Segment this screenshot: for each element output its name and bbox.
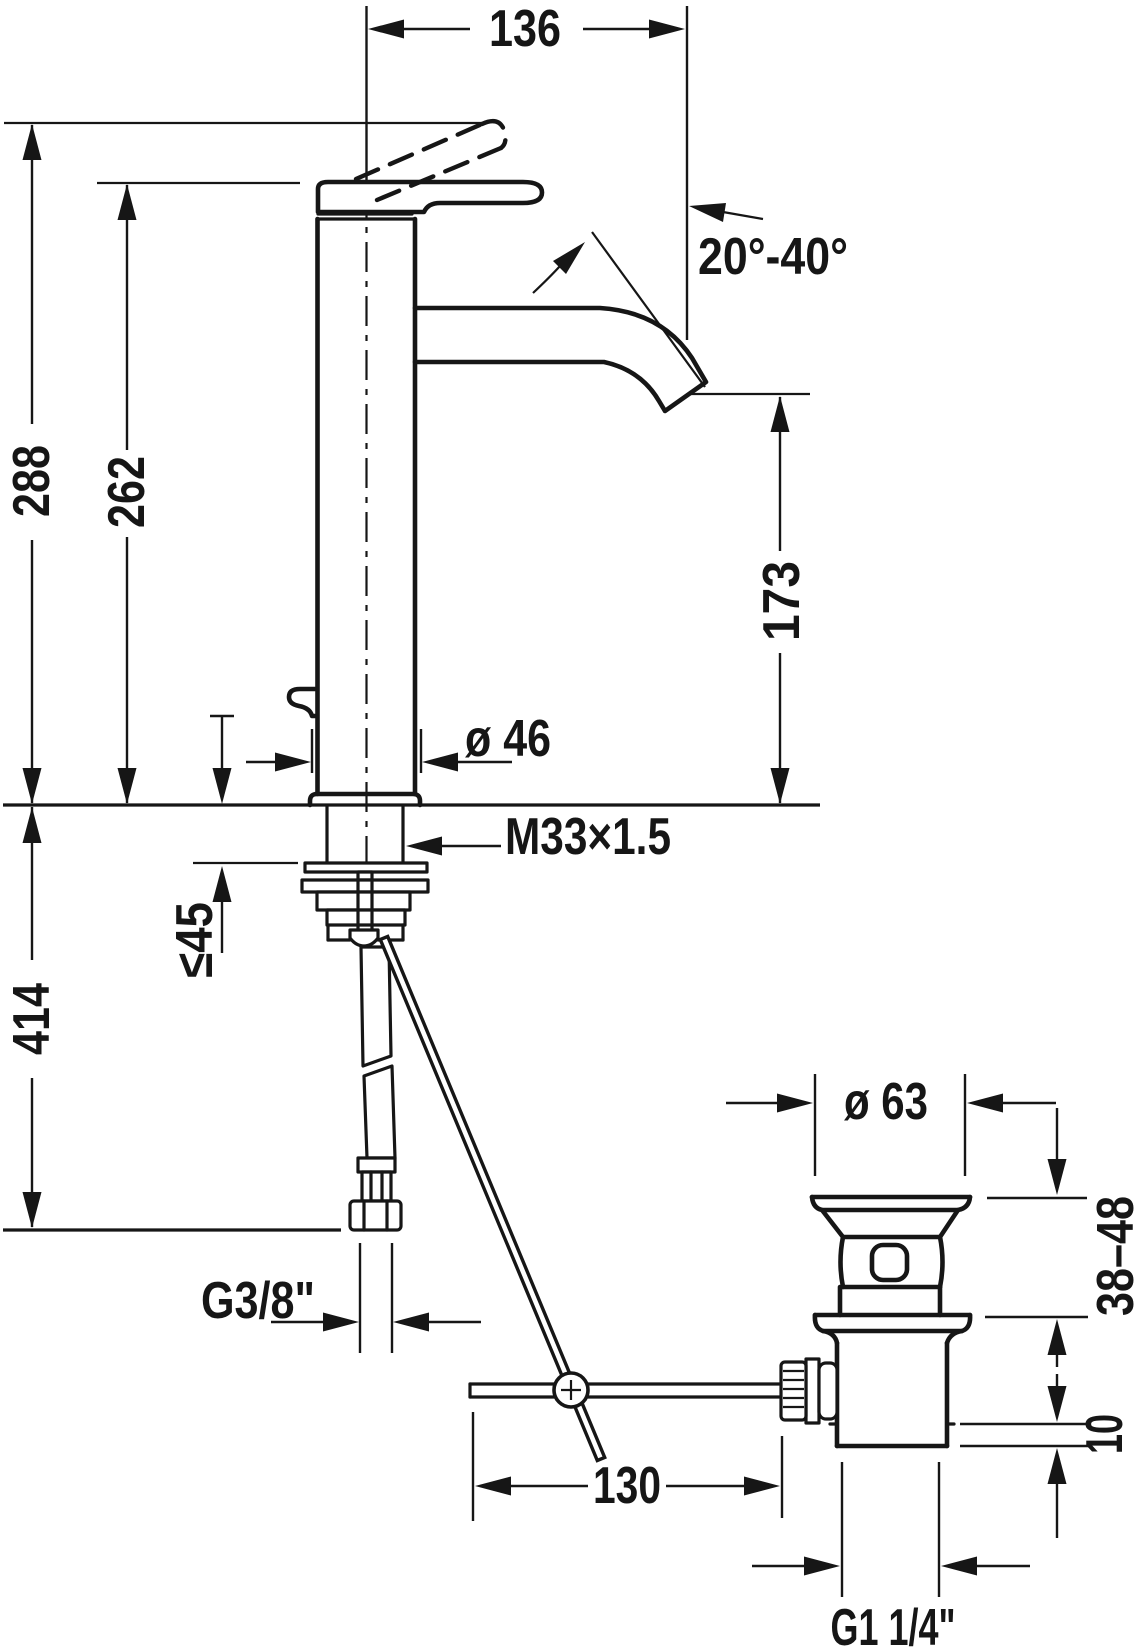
hose-collar xyxy=(356,1156,397,1174)
handle-raised-dashed xyxy=(353,118,508,203)
dim-label-sealing-height: 10 xyxy=(1076,1414,1134,1454)
dim-drain-flange-diameter: ø 63 xyxy=(726,1073,1056,1176)
handle-angle-annotation: 20°-40° xyxy=(532,203,848,388)
popup-linkage xyxy=(378,934,784,1463)
dim-supply-thread: G3/8" xyxy=(201,1243,481,1353)
dim-label-lever-reach: 130 xyxy=(593,1457,661,1515)
mounting-nut xyxy=(315,890,412,912)
dim-sealing-height: 10 xyxy=(960,1374,1134,1538)
dim-label-mounting-thread: M33×1.5 xyxy=(505,808,671,866)
reference-lines xyxy=(3,121,820,1232)
angle-reference-line xyxy=(591,231,706,388)
angle-leader-line xyxy=(722,210,764,221)
dim-outlet-height: 173 xyxy=(753,396,811,804)
mounting-assembly xyxy=(300,804,430,948)
dim-body-diameter: ø 46 xyxy=(246,710,551,773)
handle-lever xyxy=(315,179,545,215)
dim-label-spout-reach: 136 xyxy=(489,0,561,58)
dim-label-drain-flange-diameter: ø 63 xyxy=(844,1073,928,1131)
dim-label-height-to-handle: 262 xyxy=(98,456,156,528)
rod-coupler xyxy=(348,928,380,948)
hose-upper-segment xyxy=(359,945,393,1068)
faucet-body: 20°-40° xyxy=(286,118,848,808)
dim-label-body-diameter: ø 46 xyxy=(465,710,551,768)
hose-nut xyxy=(348,1199,403,1232)
knurled-knob xyxy=(779,1357,839,1425)
dim-label-basin-thickness: 38–48 xyxy=(1087,1196,1137,1316)
dim-drain-thread: G1 1/4" xyxy=(752,1462,1030,1649)
angle-leader-arrowhead xyxy=(689,203,726,222)
pull-rod xyxy=(378,934,607,1463)
dim-label-mounting-thickness: ≤45 xyxy=(166,902,224,978)
dim-lever-reach: 130 xyxy=(471,1412,784,1521)
dim-basin-thickness: 38–48 xyxy=(985,1108,1137,1367)
hose-lower-segment xyxy=(362,1064,397,1160)
pivot-screw-cross xyxy=(561,1380,581,1400)
dim-label-supply-thread: G3/8" xyxy=(201,1272,315,1330)
horizontal-lever xyxy=(468,1382,784,1399)
dim-total-height: 288 xyxy=(3,124,61,804)
spout xyxy=(412,305,709,414)
dim-height-to-handle: 262 xyxy=(98,184,156,804)
dim-mounting-thread: M33×1.5 xyxy=(406,808,671,866)
overflow-window xyxy=(869,1242,910,1283)
base-flange xyxy=(307,791,423,808)
supply-hose xyxy=(348,945,403,1232)
drain-assembly xyxy=(779,1194,973,1449)
mounting-plate xyxy=(300,878,430,894)
angle-arc-arrowhead xyxy=(553,242,585,274)
popup-knob xyxy=(286,686,320,719)
dim-label-hose-length: 414 xyxy=(3,983,61,1055)
dim-mounting-thickness: ≤45 xyxy=(166,714,234,978)
dim-label-handle-angle: 20°-40° xyxy=(698,228,848,286)
dim-label-drain-thread: G1 1/4" xyxy=(831,1599,956,1649)
dim-hose-length: 414 xyxy=(3,807,61,1228)
dim-label-outlet-height: 173 xyxy=(753,561,811,641)
dim-label-total-height: 288 xyxy=(3,445,61,517)
angle-arc xyxy=(532,265,561,294)
dim-spout-reach: 136 xyxy=(365,0,689,340)
